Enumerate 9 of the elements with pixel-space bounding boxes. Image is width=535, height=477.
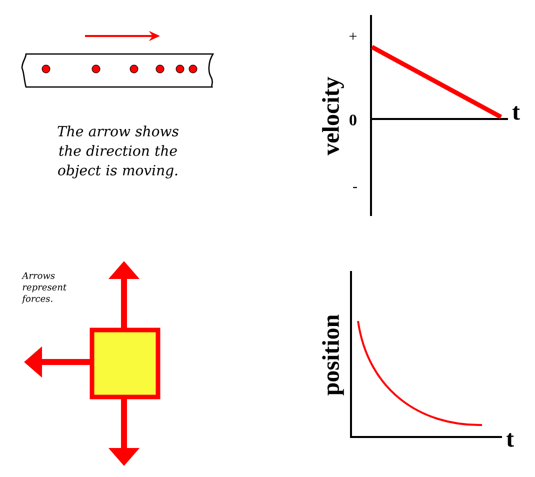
caption-text: The arrow shows the direction the object is moving. (58, 126, 178, 178)
axis-label: t (512, 106, 520, 120)
axis-tick-label: + (350, 32, 356, 40)
axis-label: position (322, 314, 344, 396)
note-text: Arrows represent forces. (22, 272, 67, 304)
axis-label: velocity (322, 76, 344, 156)
axis-tick-label: 0 (350, 114, 356, 126)
axis-label: t (506, 433, 514, 447)
axis-tick-label: - (353, 186, 357, 188)
